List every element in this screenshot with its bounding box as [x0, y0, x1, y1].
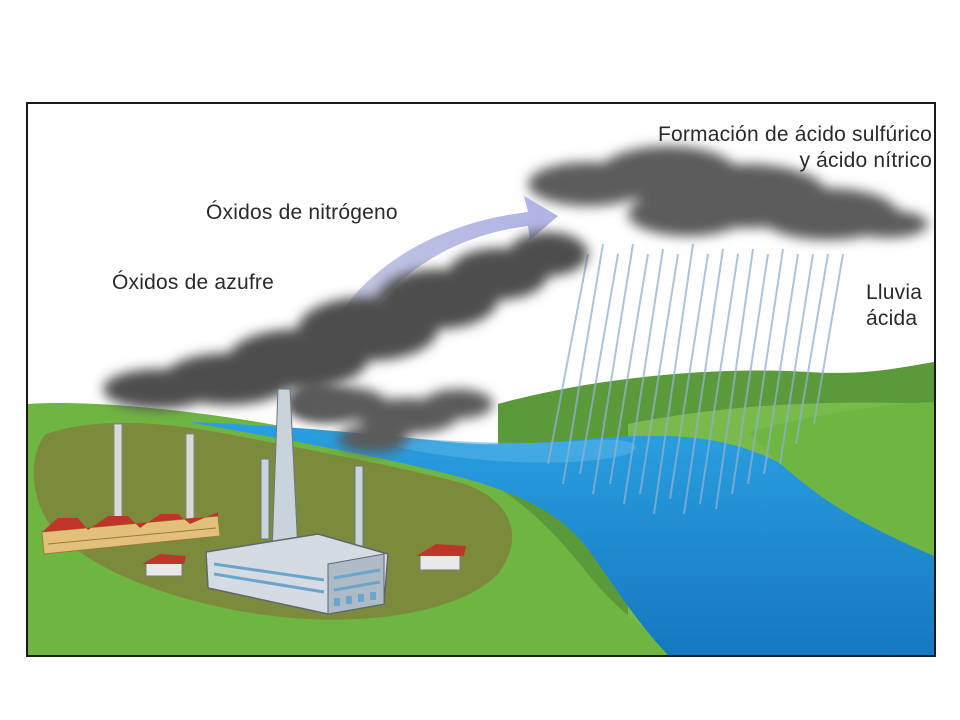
- river: [188, 422, 934, 655]
- smoke-plume-lower: [288, 386, 493, 453]
- label-acid-rain-line1: Lluvia: [866, 281, 923, 304]
- transport-arrow: [328, 196, 558, 334]
- label-acid-rain-line2: ácida: [866, 307, 918, 330]
- acid-rain-illustration: [28, 146, 934, 655]
- land-right: [748, 402, 934, 556]
- house-small-left: [142, 554, 186, 577]
- label-nitrogen-oxides: Óxidos de nitrógeno: [206, 201, 398, 224]
- power-plant: [205, 388, 389, 615]
- acid-cloud: [528, 146, 928, 240]
- label-acid-formation-line2: y ácido nítrico: [799, 149, 932, 172]
- factory-left: [41, 423, 221, 555]
- label-acid-formation-line1: Formación de ácido sulfúrico: [657, 123, 932, 146]
- acid-rain: [547, 243, 844, 515]
- label-sulfur-oxides: Óxidos de azufre: [112, 271, 274, 294]
- label-acid-rain: Lluvia ácida: [866, 280, 922, 332]
- diagram-frame: Formación de ácido sulfúrico y ácido nít…: [26, 102, 936, 657]
- label-acid-formation: Formación de ácido sulfúrico y ácido nít…: [658, 122, 932, 174]
- house-small-right: [416, 544, 466, 571]
- river-highlight: [358, 434, 636, 463]
